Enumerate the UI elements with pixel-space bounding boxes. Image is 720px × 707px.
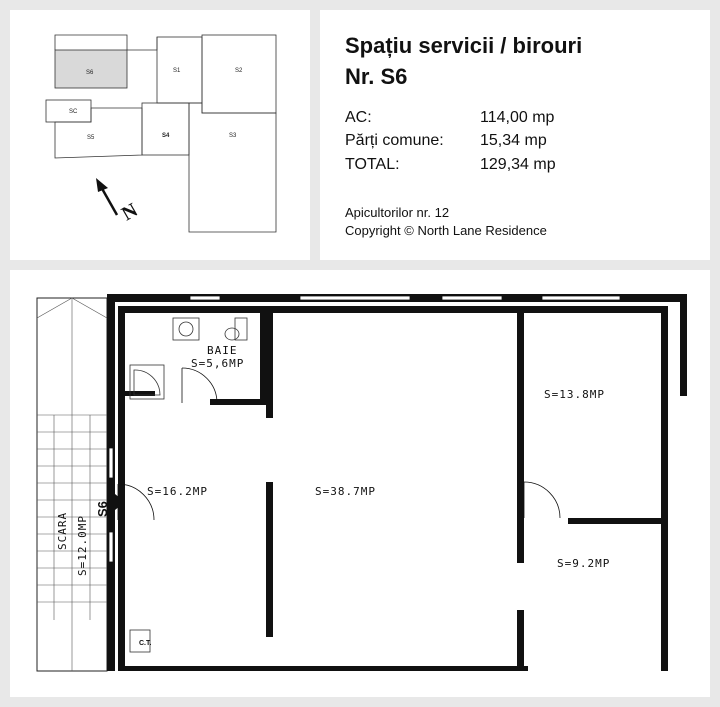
kp-label-s1: S1 xyxy=(173,68,181,74)
area-label: AC: xyxy=(345,109,372,126)
kp-unit-s3 xyxy=(188,102,277,233)
floor-plan-drawing: BAIE S=5,6MP S=16.2MP S=38.7MP S=13.8MP … xyxy=(36,294,687,672)
unit-number: Nr. S6 xyxy=(345,64,408,89)
room-name-baie: BAIE xyxy=(207,344,238,357)
area-row-ac: AC: 114,00 mp xyxy=(345,109,554,127)
boiler-label: C.T. xyxy=(139,640,152,647)
area-value: 15,34 mp xyxy=(480,132,547,149)
kp-unit-s6 xyxy=(54,49,128,89)
north-label: N xyxy=(118,199,142,226)
copyright: Copyright © North Lane Residence xyxy=(345,223,547,238)
info-panel: Spațiu servicii / birouri Nr. S6 AC: 114… xyxy=(320,10,710,260)
kp-label-sc: SC xyxy=(69,109,78,115)
floor-plan: BAIE S=5,6MP S=16.2MP S=38.7MP S=13.8MP … xyxy=(10,270,710,697)
entrance-arrow-icon xyxy=(110,490,125,514)
room-area-hall: S=16.2MP xyxy=(147,485,208,498)
area-row-total: TOTAL: 129,34 mp xyxy=(345,156,556,174)
area-value: 129,34 mp xyxy=(480,156,556,173)
room-area-office2: S=9.2MP xyxy=(557,557,610,570)
address: Apicultorilor nr. 12 xyxy=(345,205,450,220)
sanitary-fixtures xyxy=(129,317,248,653)
stair xyxy=(36,297,108,672)
kp-label-s6: S6 xyxy=(86,70,94,76)
unit-tag: S6 xyxy=(95,501,110,517)
room-area-baie: S=5,6MP xyxy=(191,357,244,370)
kp-label-s3: S3 xyxy=(229,133,237,139)
kp-label-s2: S2 xyxy=(235,68,243,74)
key-plan: S6 S1 S2 SC S5 S4 S3 N xyxy=(10,10,310,260)
north-arrow-icon: N xyxy=(96,178,142,225)
kp-label-s4: S4 xyxy=(162,133,170,139)
door-swings xyxy=(117,367,561,521)
kp-unit-s2 xyxy=(201,34,277,114)
kp-label-s5: S5 xyxy=(87,135,95,141)
walls xyxy=(107,294,687,671)
room-area-office1: S=13.8MP xyxy=(544,388,605,401)
key-plan-drawing: S6 S1 S2 SC S5 S4 S3 N xyxy=(45,34,277,233)
kp-unit-s5 xyxy=(54,107,143,159)
windows xyxy=(108,295,621,563)
area-label: Părți comune: xyxy=(345,132,444,149)
area-value: 114,00 mp xyxy=(480,109,555,126)
stair-area: S=12.0MP xyxy=(76,515,89,576)
stair-name: SCARA xyxy=(56,512,69,550)
room-area-main: S=38.7MP xyxy=(315,485,376,498)
area-row-common: Părți comune: 15,34 mp xyxy=(345,132,547,150)
kp-unit-s4 xyxy=(141,102,190,156)
area-label: TOTAL: xyxy=(345,156,400,173)
unit-title: Spațiu servicii / birouri xyxy=(345,33,583,58)
